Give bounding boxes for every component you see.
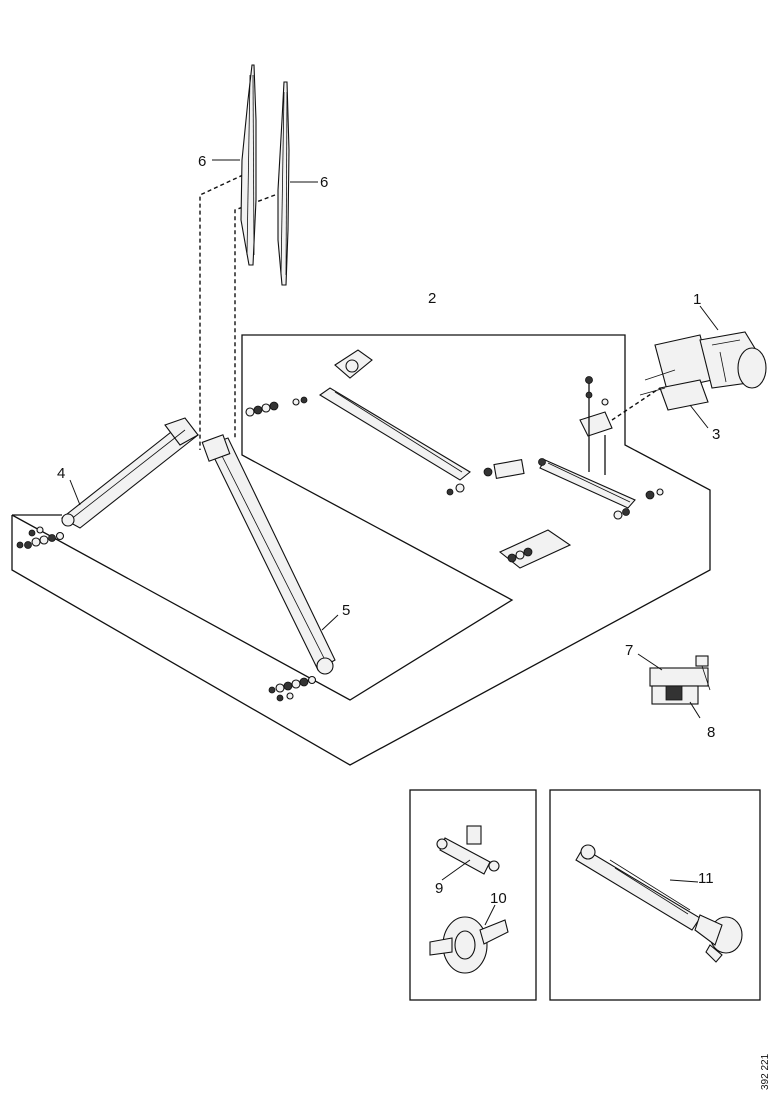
callout-6-left: 6 — [198, 153, 206, 170]
hardware-stack-bottom — [268, 675, 317, 702]
callout-1: 1 — [693, 291, 701, 308]
linkage-rod-upper — [318, 349, 471, 481]
callout-5: 5 — [342, 602, 350, 619]
motor-mount-3 — [639, 369, 709, 411]
callout-11: 11 — [698, 870, 714, 887]
pivot-bracket-right — [498, 508, 630, 569]
dashed-guide-left — [199, 174, 244, 450]
callout-7: 7 — [625, 642, 633, 659]
wiper-blade-left — [240, 64, 257, 266]
callout-4: 4 — [57, 465, 65, 482]
check-valve-9 — [436, 825, 500, 875]
washer-nozzle-10 — [429, 916, 509, 974]
callout-2: 2 — [428, 290, 436, 307]
wiper-arm-4 — [61, 417, 199, 529]
hose-connector-11 — [575, 844, 743, 963]
drawing-reference-number: 392 221 — [760, 1053, 771, 1090]
inset-box-left — [409, 789, 537, 1001]
dashed-guide-right — [234, 194, 276, 440]
inset-box-right — [549, 789, 761, 1001]
washer-reservoir-assembly — [649, 655, 711, 705]
callout-10: 10 — [490, 890, 507, 907]
wiper-blade-right — [277, 81, 290, 286]
platform-outline — [11, 334, 711, 766]
callout-9: 9 — [435, 880, 443, 897]
wiper-motor-1 — [654, 331, 767, 391]
callout-6-right: 6 — [320, 174, 328, 191]
linkage-rod-lower — [538, 458, 664, 509]
callout-8: 8 — [707, 724, 715, 741]
hardware-stack-left — [16, 526, 65, 549]
wiper-arm-5 — [201, 434, 336, 675]
leader-lines — [69, 159, 719, 926]
crank-link — [446, 459, 525, 496]
motor-crank-bracket — [579, 376, 613, 475]
hardware-upper-pivot — [245, 396, 308, 417]
callout-3: 3 — [712, 426, 720, 443]
